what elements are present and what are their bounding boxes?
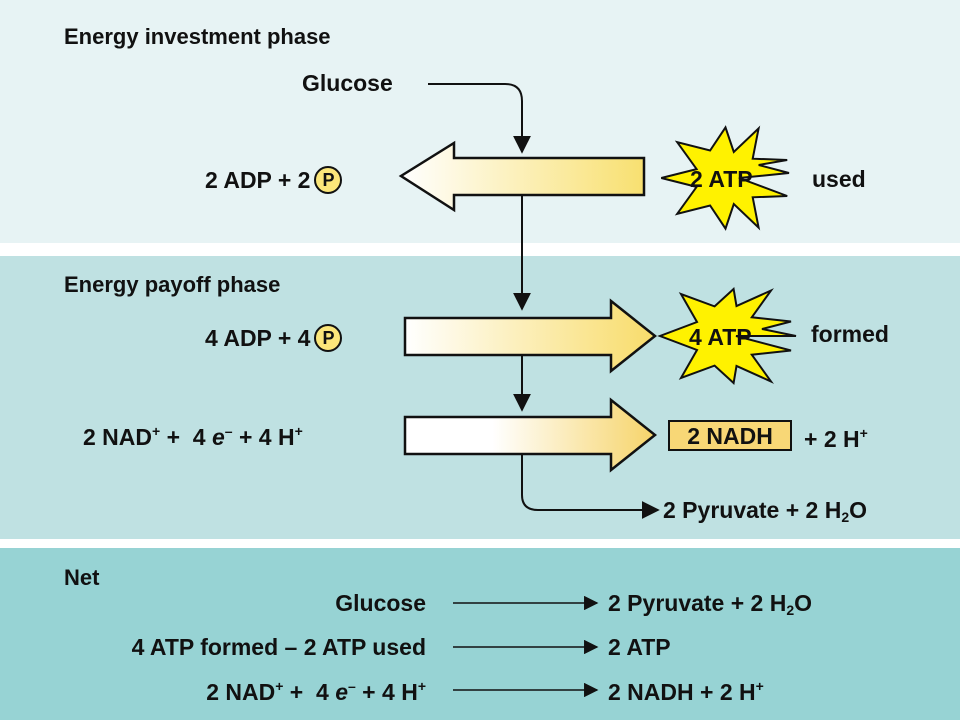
- net-row2-left: 4 ATP formed – 2 ATP used: [131, 634, 426, 660]
- payoff-phase-panel: [0, 256, 960, 539]
- electron-symbol: e: [212, 424, 225, 450]
- water-subscript: 2: [841, 509, 850, 525]
- atp-formed-label: 4 ATP: [689, 324, 752, 350]
- net-proton-charge: +: [417, 678, 426, 694]
- proton-charge: +: [294, 423, 303, 439]
- phosphate-icon: P: [314, 166, 343, 194]
- nad-text: 2 NAD: [83, 424, 153, 450]
- pyruvate-text: 2 Pyruvate + 2 H: [663, 497, 842, 523]
- nadh-proton-label: + 2 H+: [804, 426, 868, 451]
- net-electron-symbol: e: [335, 679, 348, 705]
- proton-text: + 4 H: [232, 424, 295, 450]
- atp-formed-burst: [657, 287, 797, 385]
- net-water-oxygen: O: [794, 590, 813, 616]
- electron-charge: –: [224, 423, 233, 439]
- net-row3-right: 2 NADH + 2 H+: [608, 679, 764, 704]
- pyruvate-label: 2 Pyruvate + 2 H2O: [663, 497, 868, 525]
- net-nad-text: 2 NAD: [206, 679, 276, 705]
- atp-used-status: used: [812, 166, 866, 192]
- atp-formed-status: formed: [811, 321, 889, 347]
- net-panel: [0, 548, 960, 720]
- net-pyruvate-text: 2 Pyruvate + 2 H: [608, 590, 787, 616]
- nad-charge: +: [152, 423, 161, 439]
- water-oxygen: O: [849, 497, 868, 523]
- payoff-header: Energy payoff phase: [64, 272, 281, 297]
- electron-count: + 4: [160, 424, 212, 450]
- net-header: Net: [64, 565, 100, 590]
- investment-adp-text: 2 ADP + 2: [205, 167, 311, 193]
- investment-arrow: [398, 140, 646, 213]
- atp-used-burst: [661, 125, 790, 231]
- net-nadh-charge: +: [755, 678, 764, 694]
- net-row3-left: 2 NAD+ + 4 e– + 4 H+: [0, 679, 426, 704]
- net-nad-charge: +: [275, 678, 284, 694]
- net-electron-count: + 4: [283, 679, 336, 705]
- net-electron-charge: –: [348, 678, 356, 694]
- pyruvate-connector: [521, 455, 660, 519]
- net-row2-right: 2 ATP: [608, 634, 671, 660]
- net-nadh-text: 2 NADH + 2 H: [608, 679, 756, 705]
- glucose-connector: [428, 83, 531, 154]
- investment-phase-panel: [0, 0, 960, 243]
- payoff-adp-text: 4 ADP + 4: [205, 325, 311, 351]
- net-proton-text: + 4 H: [355, 679, 418, 705]
- net-row1-left: Glucose: [335, 590, 426, 616]
- investment-header: Energy investment phase: [64, 24, 331, 49]
- phosphate-icon: P: [314, 324, 343, 352]
- payoff-atp-arrow: [403, 298, 658, 374]
- nadh-proton-charge: +: [859, 425, 868, 441]
- payoff-nadh-arrow: [403, 397, 658, 473]
- nadh-proton-text: + 2 H: [804, 426, 860, 452]
- atp-used-label: 2 ATP: [690, 166, 753, 192]
- net-water-subscript: 2: [786, 602, 795, 618]
- glucose-label: Glucose: [302, 70, 393, 96]
- net-row1-right: 2 Pyruvate + 2 H2O: [608, 590, 813, 618]
- nadh-box: 2 NADH: [668, 420, 792, 451]
- nad-reactants-label: 2 NAD+ + 4 e– + 4 H+: [83, 424, 303, 449]
